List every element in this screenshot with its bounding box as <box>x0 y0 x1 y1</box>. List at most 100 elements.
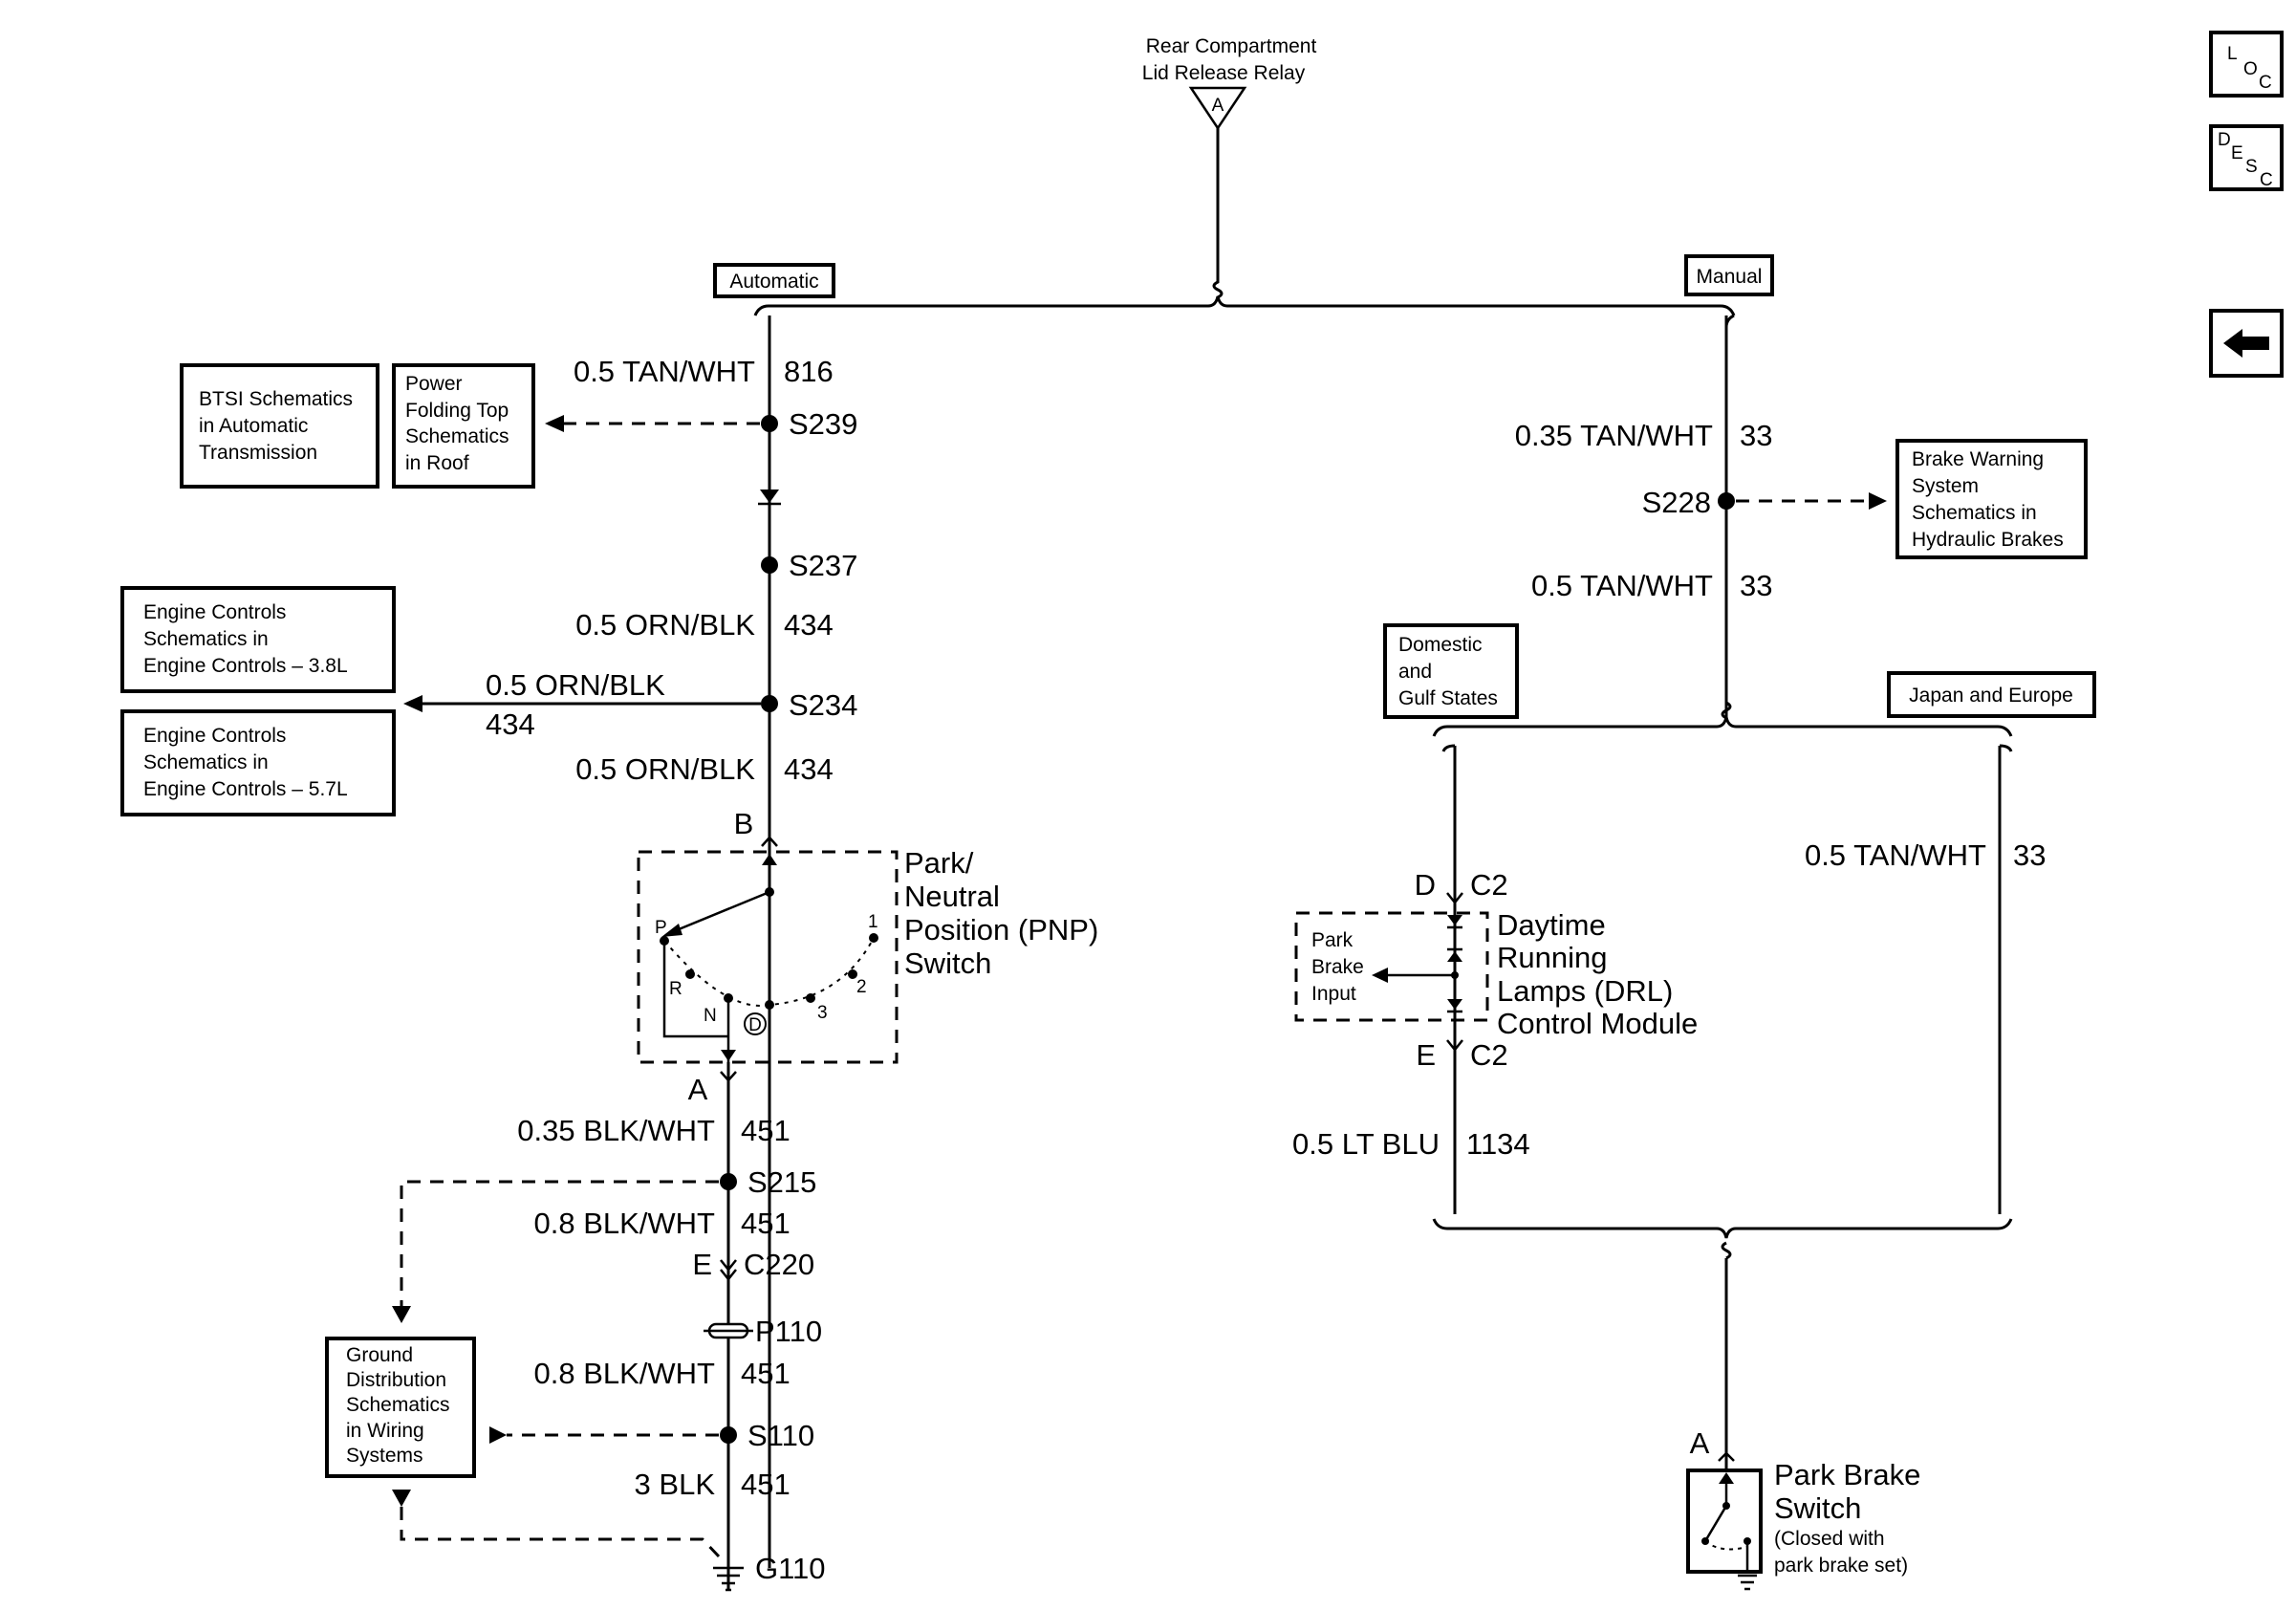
btsi-ref-box[interactable] <box>180 363 379 489</box>
connector-c2-top: C2 <box>1470 868 1508 902</box>
park-brake-note-1: (Closed with <box>1774 1528 1885 1550</box>
wire-33a-circuit: 33 <box>1740 419 1772 452</box>
pnp-pos-d: D <box>748 1015 762 1035</box>
roof-ref-line2: Folding Top <box>405 400 509 422</box>
brake-ref-line3: Schematics in <box>1912 502 2037 524</box>
relay-terminal: A <box>1188 86 1247 131</box>
wire-33b-circuit: 33 <box>1740 569 1772 602</box>
engine-38-line3: Engine Controls – 3.8L <box>143 655 348 677</box>
wire-451c-label: 0.8 BLK/WHT <box>534 1357 716 1390</box>
option-japan: Japan and Europe <box>1909 685 2073 707</box>
wire-816-circuit: 816 <box>784 355 834 388</box>
splice-s239 <box>761 415 778 432</box>
wire-816: 0.5 TAN/WHT 816 <box>574 355 834 388</box>
left-arrow-icon <box>2223 329 2269 358</box>
brake-warning-ref-box[interactable] <box>1895 439 2088 559</box>
brake-ref-line4: Hydraulic Brakes <box>1912 529 2064 551</box>
engine-38-line2: Schematics in <box>143 628 269 650</box>
option-manual-box <box>1684 254 1774 296</box>
park-brake-note-2: park brake set) <box>1774 1555 1908 1577</box>
roof-ref-line3: Schematics <box>405 425 509 447</box>
connector-a-park: A <box>1690 1426 1710 1460</box>
option-domestic-3: Gulf States <box>1398 687 1498 709</box>
ground-ref-line5: Systems <box>346 1445 423 1467</box>
engine-38-line1: Engine Controls <box>143 601 286 623</box>
desc-c: C <box>2260 170 2273 190</box>
loc-button[interactable]: L O C <box>2209 31 2284 98</box>
ground-ref-line1: Ground <box>346 1344 413 1366</box>
connector-d: D <box>1415 868 1436 902</box>
ground-g110: G110 <box>755 1552 826 1585</box>
engine-38-ref-box[interactable] <box>120 586 396 693</box>
wire-451c-circuit: 451 <box>741 1357 791 1390</box>
brake-ref-line2: System <box>1912 475 1979 497</box>
splice-s228 <box>1718 492 1735 510</box>
desc-s: S <box>2245 157 2258 177</box>
pnp-title-3: Position (PNP) <box>904 913 1098 946</box>
wire-451b-circuit: 451 <box>741 1207 791 1240</box>
wire-434a-circuit: 434 <box>784 608 834 642</box>
wire-451d-label: 3 BLK <box>635 1468 716 1501</box>
connector-p110: P110 <box>755 1315 822 1348</box>
relay-label-1: Rear Compartment <box>1146 35 1317 57</box>
wire-33c-label: 0.5 TAN/WHT <box>1805 838 1986 872</box>
passthrough-p110 <box>704 1322 753 1339</box>
region-option-bus <box>1432 716 2013 737</box>
park-brake-switch <box>1701 1472 1757 1591</box>
connector-b: B <box>734 807 754 840</box>
relay-wire <box>1212 128 1224 299</box>
drl-title-4: Control Module <box>1497 1007 1698 1040</box>
splice-s228-label: S228 <box>1642 486 1711 519</box>
pnp-switch: P R N D 1 2 3 <box>655 852 878 1062</box>
loc-o: O <box>2243 59 2258 79</box>
engine-57-line2: Schematics in <box>143 751 269 773</box>
splice-s237 <box>761 556 778 574</box>
relay-label-2: Lid Release Relay <box>1142 62 1306 84</box>
drl-module-box <box>1294 911 1489 1022</box>
pnp-pos-3: 3 <box>817 1003 828 1023</box>
park-brake-title-2: Switch <box>1774 1491 1861 1525</box>
engine-57-ref-box[interactable] <box>120 709 396 816</box>
wire-451a-label: 0.35 BLK/WHT <box>517 1114 715 1147</box>
roof-ref-box[interactable] <box>392 363 535 489</box>
ground-g110-icon <box>713 1566 744 1592</box>
loc-l: L <box>2227 44 2238 64</box>
drl-title-3: Lamps (DRL) <box>1497 974 1673 1008</box>
s215-ground-ref <box>400 1180 719 1310</box>
pnp-pos-r: R <box>669 979 682 999</box>
wire-434b-circuit: 434 <box>486 707 535 741</box>
btsi-ref-line1: BTSI Schematics <box>199 388 353 410</box>
merge-bus <box>1432 1218 2013 1239</box>
option-japan-box <box>1887 671 2096 718</box>
park-brake-title-1: Park Brake <box>1774 1458 1920 1491</box>
wire-434b-label: 0.5 ORN/BLK <box>486 668 665 702</box>
desc-button[interactable]: D E S C <box>2209 124 2284 191</box>
pnp-pos-n: N <box>704 1006 717 1026</box>
wire-33b-label: 0.5 TAN/WHT <box>1531 569 1713 602</box>
pnp-title-2: Neutral <box>904 880 1000 913</box>
brake-ref-line1: Brake Warning <box>1912 448 2044 470</box>
splice-s234-label: S234 <box>789 688 857 722</box>
wire-451a-circuit: 451 <box>741 1114 791 1147</box>
back-button[interactable] <box>2209 309 2284 378</box>
splice-s215-label: S215 <box>747 1165 816 1199</box>
roof-ref-line4: in Roof <box>405 452 469 474</box>
pnp-pos-2: 2 <box>856 977 867 997</box>
option-automatic: Automatic <box>729 271 818 293</box>
wire-434c-label: 0.5 ORN/BLK <box>575 752 755 786</box>
roof-ref-line1: Power <box>405 373 463 395</box>
wire-816-label: 0.5 TAN/WHT <box>574 355 755 388</box>
ground-ref-box[interactable] <box>325 1337 476 1478</box>
loc-c: C <box>2259 73 2272 93</box>
drl-title-2: Running <box>1497 941 1607 974</box>
wire-434c-circuit: 434 <box>784 752 834 786</box>
option-bus <box>753 295 1736 316</box>
option-automatic-box <box>713 263 835 298</box>
btsi-ref-line3: Transmission <box>199 442 317 464</box>
splice-s215 <box>720 1173 737 1190</box>
wire-451b-label: 0.8 BLK/WHT <box>534 1207 716 1240</box>
engine-57-line1: Engine Controls <box>143 725 286 747</box>
btsi-ref-line2: in Automatic <box>199 415 308 437</box>
wire-1134-label: 0.5 LT BLU <box>1292 1127 1440 1161</box>
